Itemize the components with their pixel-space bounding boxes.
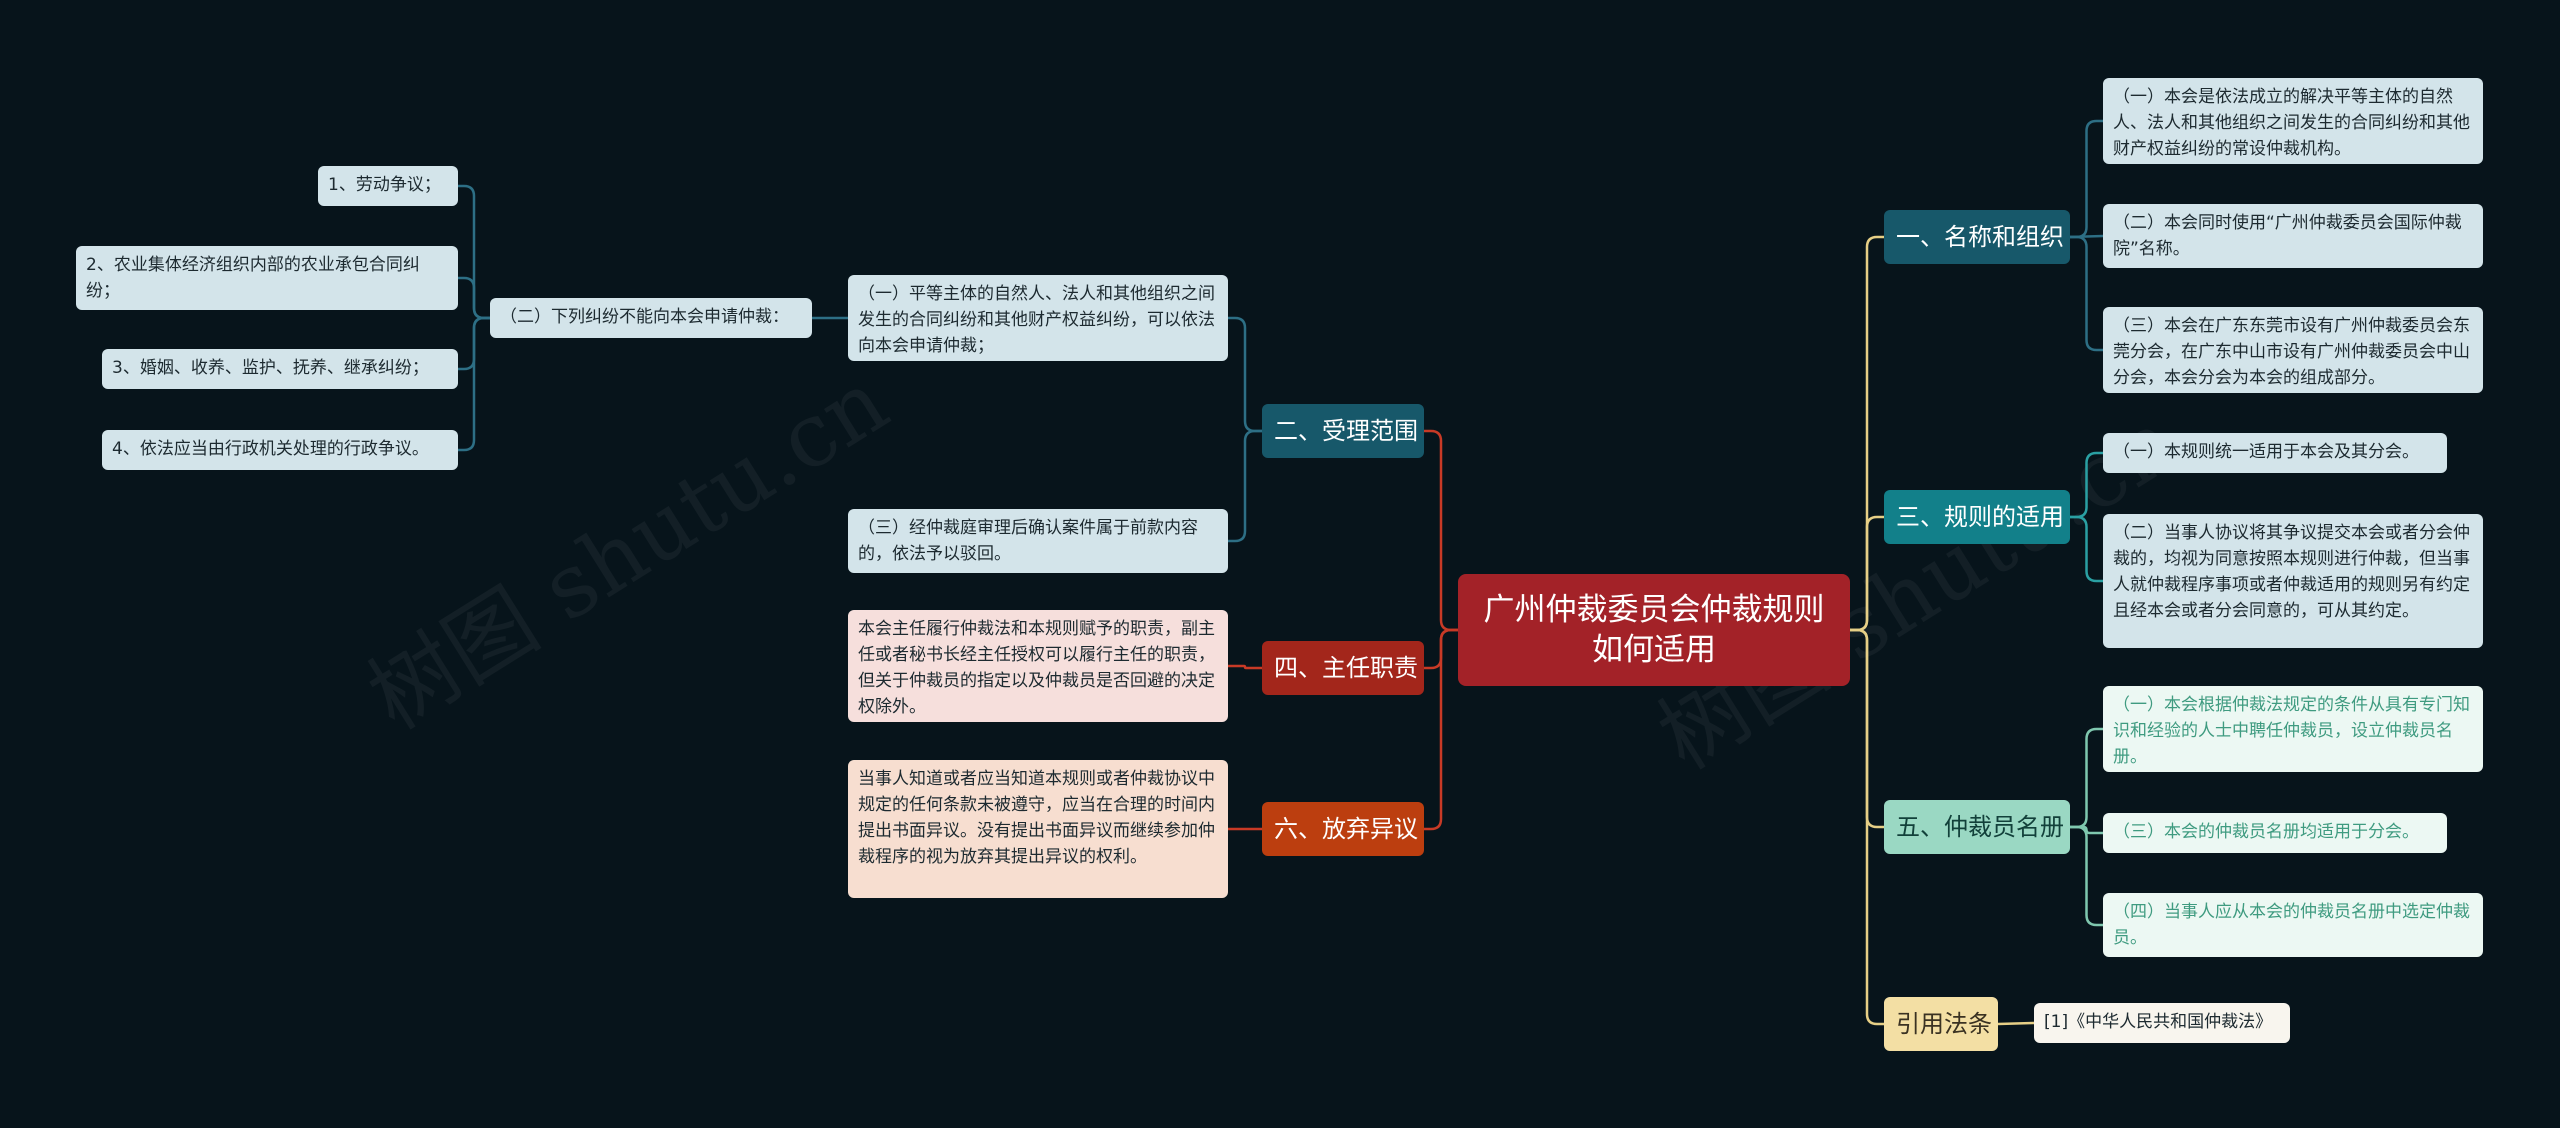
link-b2-0 bbox=[1228, 316, 1262, 433]
link-ref-0 bbox=[1997, 1021, 2035, 1026]
link-b5-2 bbox=[2070, 825, 2103, 927]
link-root-b2 bbox=[1424, 429, 1458, 632]
link-b1-1 bbox=[2069, 234, 2104, 239]
link-b2-1 bbox=[1228, 429, 1262, 543]
leaf-b1-item-3[interactable]: （三）本会在广东东莞市设有广州仲裁委员会东莞分会，在广东中山市设有广州仲裁委员会… bbox=[2103, 307, 2483, 393]
branch-arbitrator-roster[interactable]: 五、仲裁员名册 bbox=[1884, 800, 2070, 854]
leaf-b2-sub-3[interactable]: 3、婚姻、收养、监护、抚养、继承纠纷； bbox=[102, 349, 458, 389]
branch-acceptance-scope[interactable]: 二、受理范围 bbox=[1262, 404, 1424, 458]
link-b2-sub-2 bbox=[458, 316, 490, 371]
leaf-b5-item-1[interactable]: （一）本会根据仲裁法规定的条件从具有专门知识和经验的人士中聘任仲裁员，设立仲裁员… bbox=[2103, 686, 2483, 772]
link-b2-sub-3 bbox=[458, 316, 490, 452]
link-b1-0 bbox=[2070, 119, 2103, 239]
branch-cited-law[interactable]: 引用法条 bbox=[1884, 997, 1998, 1051]
leaf-b3-item-1[interactable]: （一）本规则统一适用于本会及其分会。 bbox=[2103, 433, 2447, 473]
branch-name-and-organization[interactable]: 一、名称和组织 bbox=[1884, 210, 2070, 264]
leaf-b2-item-2[interactable]: （二）下列纠纷不能向本会申请仲裁： bbox=[490, 298, 812, 338]
link-root-b4 bbox=[1424, 628, 1458, 670]
link-root-b6 bbox=[1424, 628, 1458, 831]
root-topic[interactable]: 广州仲裁委员会仲裁规则如何适用 bbox=[1458, 574, 1850, 686]
leaf-b2-sub-4[interactable]: 4、依法应当由行政机关处理的行政争议。 bbox=[102, 430, 458, 470]
leaf-b1-item-1[interactable]: （一）本会是依法成立的解决平等主体的自然人、法人和其他组织之间发生的合同纠纷和其… bbox=[2103, 78, 2483, 164]
branch-rule-application[interactable]: 三、规则的适用 bbox=[1884, 490, 2070, 544]
leaf-b2-item-3[interactable]: （三）经仲裁庭审理后确认案件属于前款内容的，依法予以驳回。 bbox=[848, 509, 1228, 573]
link-b2-sub-1 bbox=[458, 276, 490, 320]
leaf-b2-sub-1[interactable]: 1、劳动争议； bbox=[318, 166, 458, 206]
leaf-b1-item-2[interactable]: （二）本会同时使用“广州仲裁委员会国际仲裁院”名称。 bbox=[2103, 204, 2483, 268]
watermark: 树图 shutu.cn bbox=[351, 349, 905, 750]
leaf-b6-item-1[interactable]: 当事人知道或者应当知道本规则或者仲裁协议中规定的任何条款未被遵守，应当在合理的时… bbox=[848, 760, 1228, 898]
link-b5-1 bbox=[2070, 825, 2103, 835]
leaf-b5-item-2[interactable]: （三）本会的仲裁员名册均适用于分会。 bbox=[2103, 813, 2447, 853]
link-b2-sub-0 bbox=[458, 184, 490, 320]
branch-waive-objection[interactable]: 六、放弃异议 bbox=[1262, 802, 1424, 856]
leaf-b3-item-2[interactable]: （二）当事人协议将其争议提交本会或者分会仲裁的，均视为同意按照本规则进行仲裁，但… bbox=[2103, 514, 2483, 648]
leaf-b4-item-1[interactable]: 本会主任履行仲裁法和本规则赋予的职责，副主任或者秘书长经主任授权可以履行主任的职… bbox=[848, 610, 1228, 722]
leaf-b2-sub-2[interactable]: 2、农业集体经济组织内部的农业承包合同纠纷； bbox=[76, 246, 458, 310]
link-b5-0 bbox=[2070, 727, 2103, 829]
leaf-cited-law-item[interactable]: [1]《中华人民共和国仲裁法》 bbox=[2034, 1003, 2290, 1043]
link-b1-2 bbox=[2070, 235, 2103, 352]
branch-director-duties[interactable]: 四、主任职责 bbox=[1262, 641, 1424, 695]
leaf-b2-item-1[interactable]: （一）平等主体的自然人、法人和其他组织之间发生的合同纠纷和其他财产权益纠纷，可以… bbox=[848, 275, 1228, 361]
link-b4-0 bbox=[1228, 664, 1262, 670]
leaf-b5-item-3[interactable]: （四）当事人应从本会的仲裁员名册中选定仲裁员。 bbox=[2103, 893, 2483, 957]
